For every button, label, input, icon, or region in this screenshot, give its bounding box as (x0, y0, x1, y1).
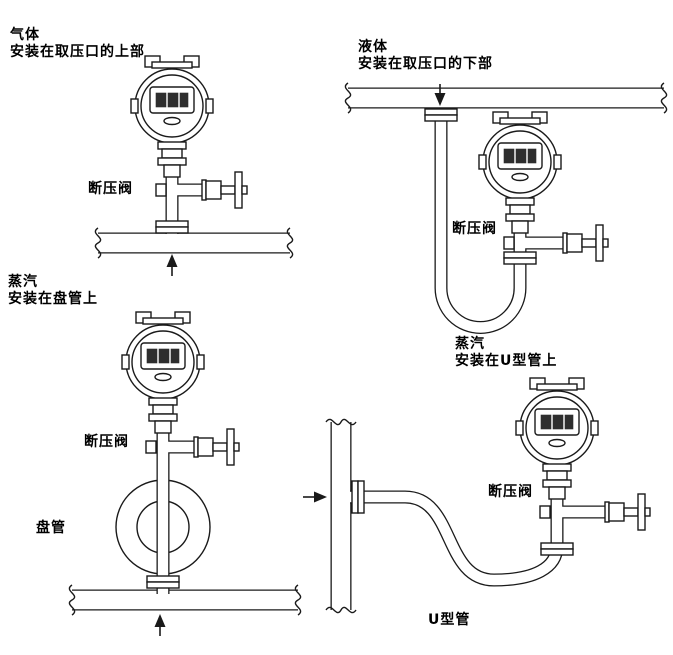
shutoff-valve-label-steam-coil: 断压阀 (84, 434, 129, 450)
steam-coil-title: 蒸汽 安装在盘管上 (8, 274, 98, 308)
flow-arrow-right (303, 491, 327, 503)
shutoff-valve-symbol (193, 428, 240, 466)
shutoff-valve-symbol (604, 493, 651, 531)
gas-diagram (94, 55, 294, 276)
tap-flange (351, 480, 365, 514)
steam-u-title-line2: 安装在U型管上 (455, 353, 558, 369)
process-flange (503, 251, 537, 265)
flow-arrow-up (166, 254, 178, 276)
process-pipe (344, 82, 668, 114)
impulse-piping-u-bend (434, 112, 564, 334)
coil-label: 盘管 (36, 520, 66, 536)
transmitter-symbol (121, 311, 205, 434)
transmitter-symbol (515, 377, 599, 500)
shutoff-valve-label-liquid: 断压阀 (452, 221, 497, 237)
flow-arrow-up (154, 614, 166, 636)
gas-title-line1: 气体 (10, 27, 40, 43)
shutoff-valve-label-steam-u: 断压阀 (488, 484, 533, 500)
process-flange (155, 220, 189, 234)
gas-title: 气体 安装在取压口的上部 (10, 27, 145, 61)
steam-coil-title-line1: 蒸汽 (8, 274, 38, 290)
valve-plug (503, 236, 515, 250)
valve-plug (155, 183, 167, 197)
steam-u-title-line1: 蒸汽 (455, 336, 485, 352)
liquid-title-line2: 安装在取压口的下部 (358, 56, 493, 72)
impulse-piping (156, 431, 195, 594)
flow-arrow-down (434, 84, 446, 106)
shutoff-valve-label-gas: 断压阀 (88, 181, 133, 197)
transmitter-symbol (130, 55, 214, 178)
steam-coil-title-line2: 安装在盘管上 (8, 291, 98, 307)
process-pipe (68, 584, 302, 616)
steam-u-title: 蒸汽 安装在U型管上 (455, 336, 557, 370)
steam-coil-diagram (68, 311, 302, 636)
transmitter-symbol (478, 111, 562, 234)
gas-title-line2: 安装在取压口的上部 (10, 44, 145, 60)
process-pipe (94, 227, 294, 259)
process-flange (540, 542, 574, 556)
valve-plug (145, 440, 157, 454)
process-flange (146, 575, 180, 589)
liquid-diagram (344, 82, 668, 334)
shutoff-valve-symbol (201, 171, 248, 209)
liquid-title: 液体 安装在取压口的下部 (358, 39, 493, 73)
liquid-title-line1: 液体 (358, 39, 388, 55)
process-pipe-vertical (325, 418, 357, 614)
steam-u-diagram (303, 377, 651, 614)
u-pipe (350, 490, 606, 587)
valve-plug (539, 505, 551, 519)
u-pipe-label: U型管 (428, 612, 471, 628)
tap-flange (424, 108, 458, 122)
shutoff-valve-symbol (562, 224, 609, 262)
